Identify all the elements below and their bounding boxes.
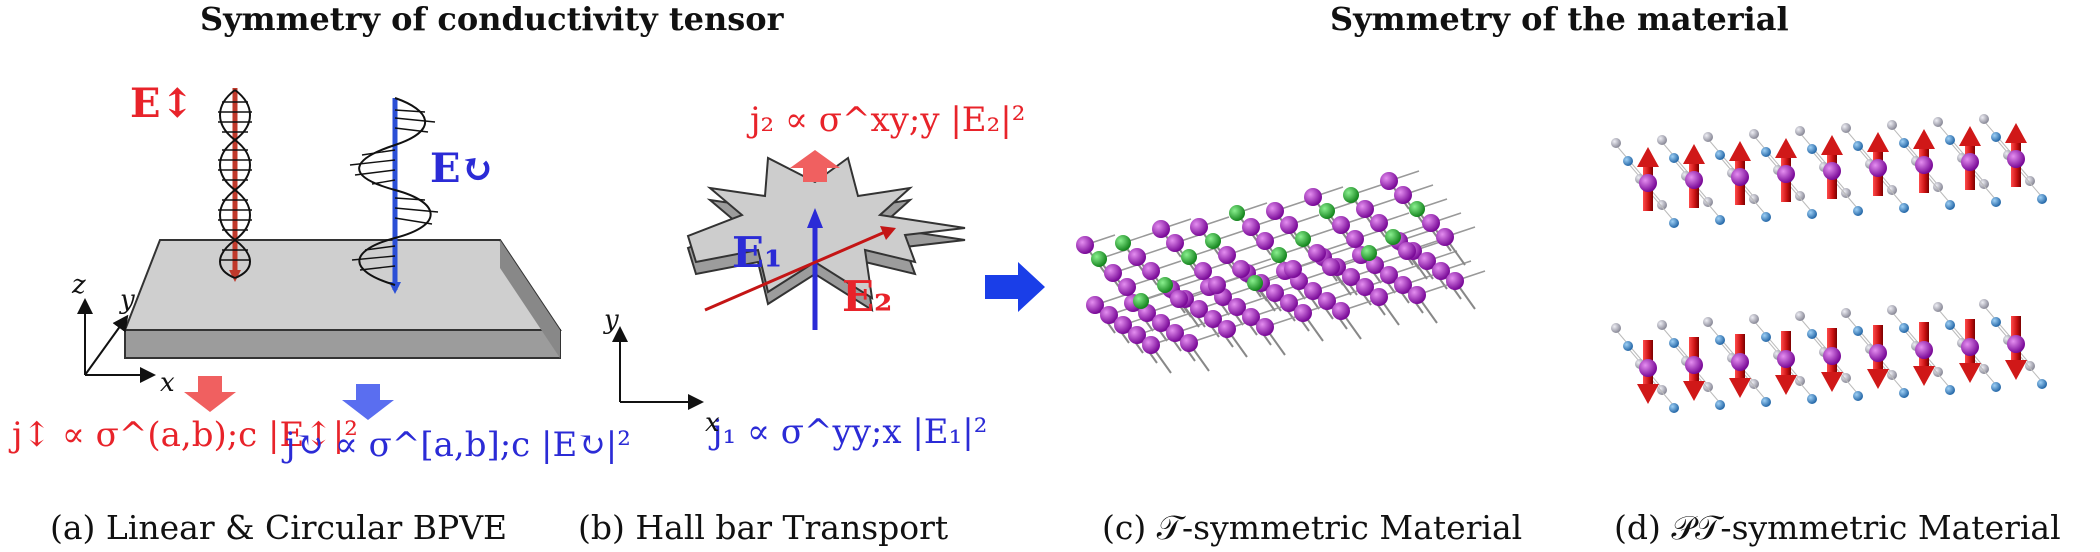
panel-a-e-linear-label: E↕ [130,80,195,127]
panel-a-axis-y: y [120,285,135,315]
panel-a-axis-x: x [160,368,175,398]
transition-arrow [985,262,1045,312]
caption-c: (c) 𝒯-symmetric Material [1102,508,1523,547]
panel-b-axis-x: x [705,408,720,438]
panel-c-crystal [1076,170,1486,374]
panel-a-circular-wave [349,97,439,294]
panel-b-j1-label: j₁ ∝ σ^yy;x |E₁|² [712,412,988,452]
caption-a: (a) Linear & Circular BPVE [50,508,508,547]
panel-a-e-circular-label: E↻ [430,145,495,192]
panel-d-crystal [1611,114,2047,413]
panel-a-j-linear-label: j↕ ∝ σ^(a,b);c |E↕|² [12,415,358,455]
caption-b: (b) Hall bar Transport [578,508,949,547]
panel-b-j2-arrow [790,150,840,182]
panel-b-j2-label: j₂ ∝ σ^xy;y |E₂|² [750,100,1026,140]
panel-a-j-circular-label: j↻ ∝ σ^[a,b];c |E↻|² [285,425,631,465]
panel-b-e2-label: E₂ [842,272,893,321]
heading-conductivity-tensor: Symmetry of conductivity tensor [200,0,784,38]
panel-a-circular-current-arrow [342,384,394,420]
panel-a-linear-current-arrow [184,376,236,412]
panel-a-slab [123,239,562,359]
panel-a-axes [77,298,156,383]
heading-material-symmetry: Symmetry of the material [1330,0,1789,38]
panel-b-hall-bar [686,156,966,330]
caption-d: (d) 𝒫𝒯-symmetric Material [1614,508,2061,547]
panel-b-axis-y: y [604,305,619,335]
panel-b-axes [612,326,704,410]
panel-a-axis-z: z [72,270,86,300]
panel-b-e1-label: E₁ [732,228,783,277]
panel-a-linear-wave [218,88,252,282]
